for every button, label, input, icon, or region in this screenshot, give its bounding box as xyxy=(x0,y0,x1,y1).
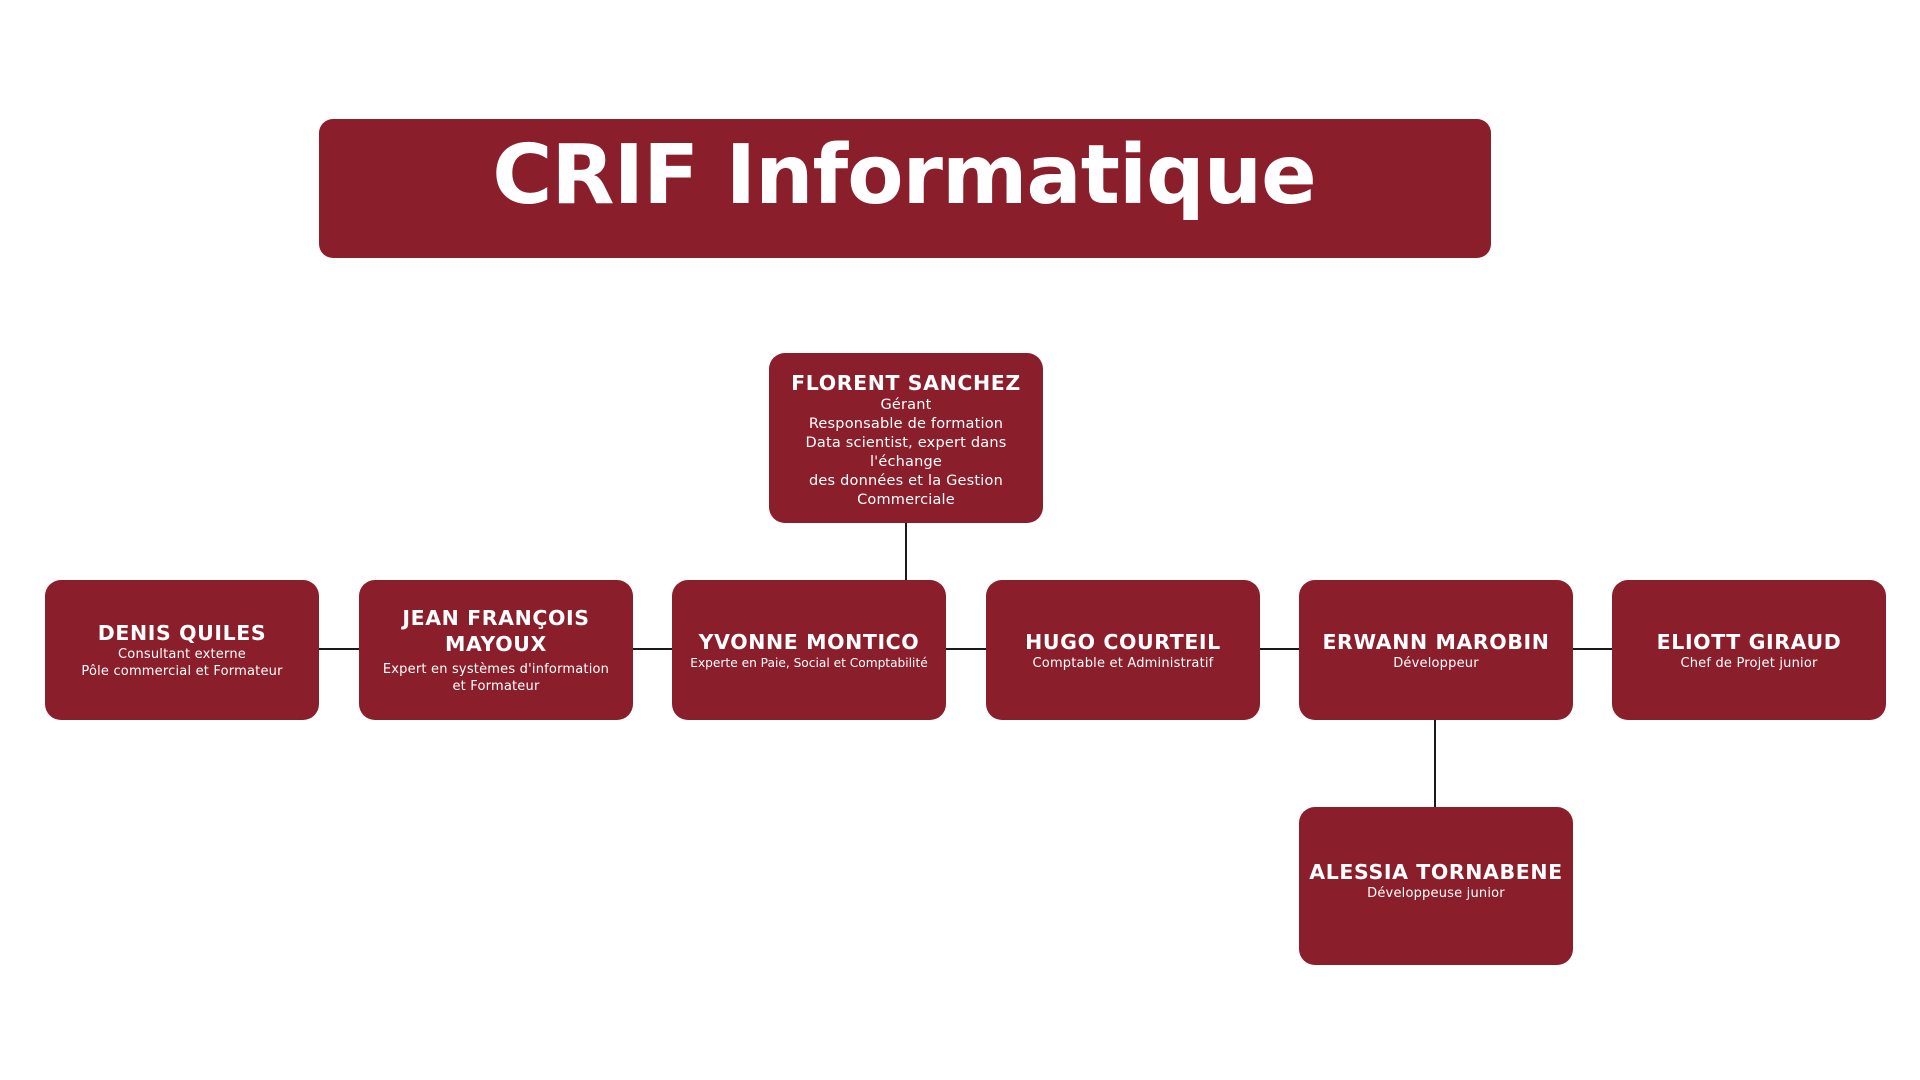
node-role: Experte en Paie, Social et Comptabilité xyxy=(690,655,928,670)
node-alessia-tornabene: ALESSIA TORNABENE Développeuse junior xyxy=(1299,807,1573,965)
title-banner: CRIF Informatique xyxy=(319,119,1491,258)
node-name: ALESSIA TORNABENE xyxy=(1309,859,1563,884)
connector-florent-yvonne xyxy=(905,523,907,580)
node-name: ELIOTT GIRAUD xyxy=(1656,629,1842,654)
node-role: Chef de Projet junior xyxy=(1680,655,1818,671)
node-jean-francois-mayoux: JEAN FRANÇOIS MAYOUX Expert en systèmes … xyxy=(359,580,633,720)
node-eliott-giraud: ELIOTT GIRAUD Chef de Projet junior xyxy=(1612,580,1886,720)
node-name: JEAN FRANÇOIS MAYOUX xyxy=(402,606,590,656)
node-yvonne-montico: YVONNE MONTICO Experte en Paie, Social e… xyxy=(672,580,946,720)
node-denis-quiles: DENIS QUILES Consultant externe Pôle com… xyxy=(45,580,319,720)
node-name: YVONNE MONTICO xyxy=(698,629,920,654)
node-name: ERWANN MAROBIN xyxy=(1322,629,1550,654)
node-role: Expert en systèmes d'information et Form… xyxy=(382,662,610,694)
node-erwann-marobin: ERWANN MAROBIN Développeur xyxy=(1299,580,1573,720)
page-title: CRIF Informatique xyxy=(492,128,1316,223)
node-florent-sanchez: FLORENT SANCHEZ Gérant Responsable de fo… xyxy=(769,353,1043,523)
node-role: Consultant externe Pôle commercial et Fo… xyxy=(81,647,283,679)
node-name: HUGO COURTEIL xyxy=(1025,629,1221,654)
node-hugo-courteil: HUGO COURTEIL Comptable et Administratif xyxy=(986,580,1260,720)
node-role: Comptable et Administratif xyxy=(1032,655,1214,671)
node-name: FLORENT SANCHEZ xyxy=(791,371,1021,395)
node-role: Développeur xyxy=(1393,655,1479,671)
node-role: Développeuse junior xyxy=(1367,885,1505,901)
node-role: Gérant Responsable de formation Data sci… xyxy=(805,397,1007,508)
node-name: DENIS QUILES xyxy=(97,621,267,645)
connector-horizontal-main xyxy=(318,648,1612,650)
connector-erwann-alessia xyxy=(1434,719,1436,807)
